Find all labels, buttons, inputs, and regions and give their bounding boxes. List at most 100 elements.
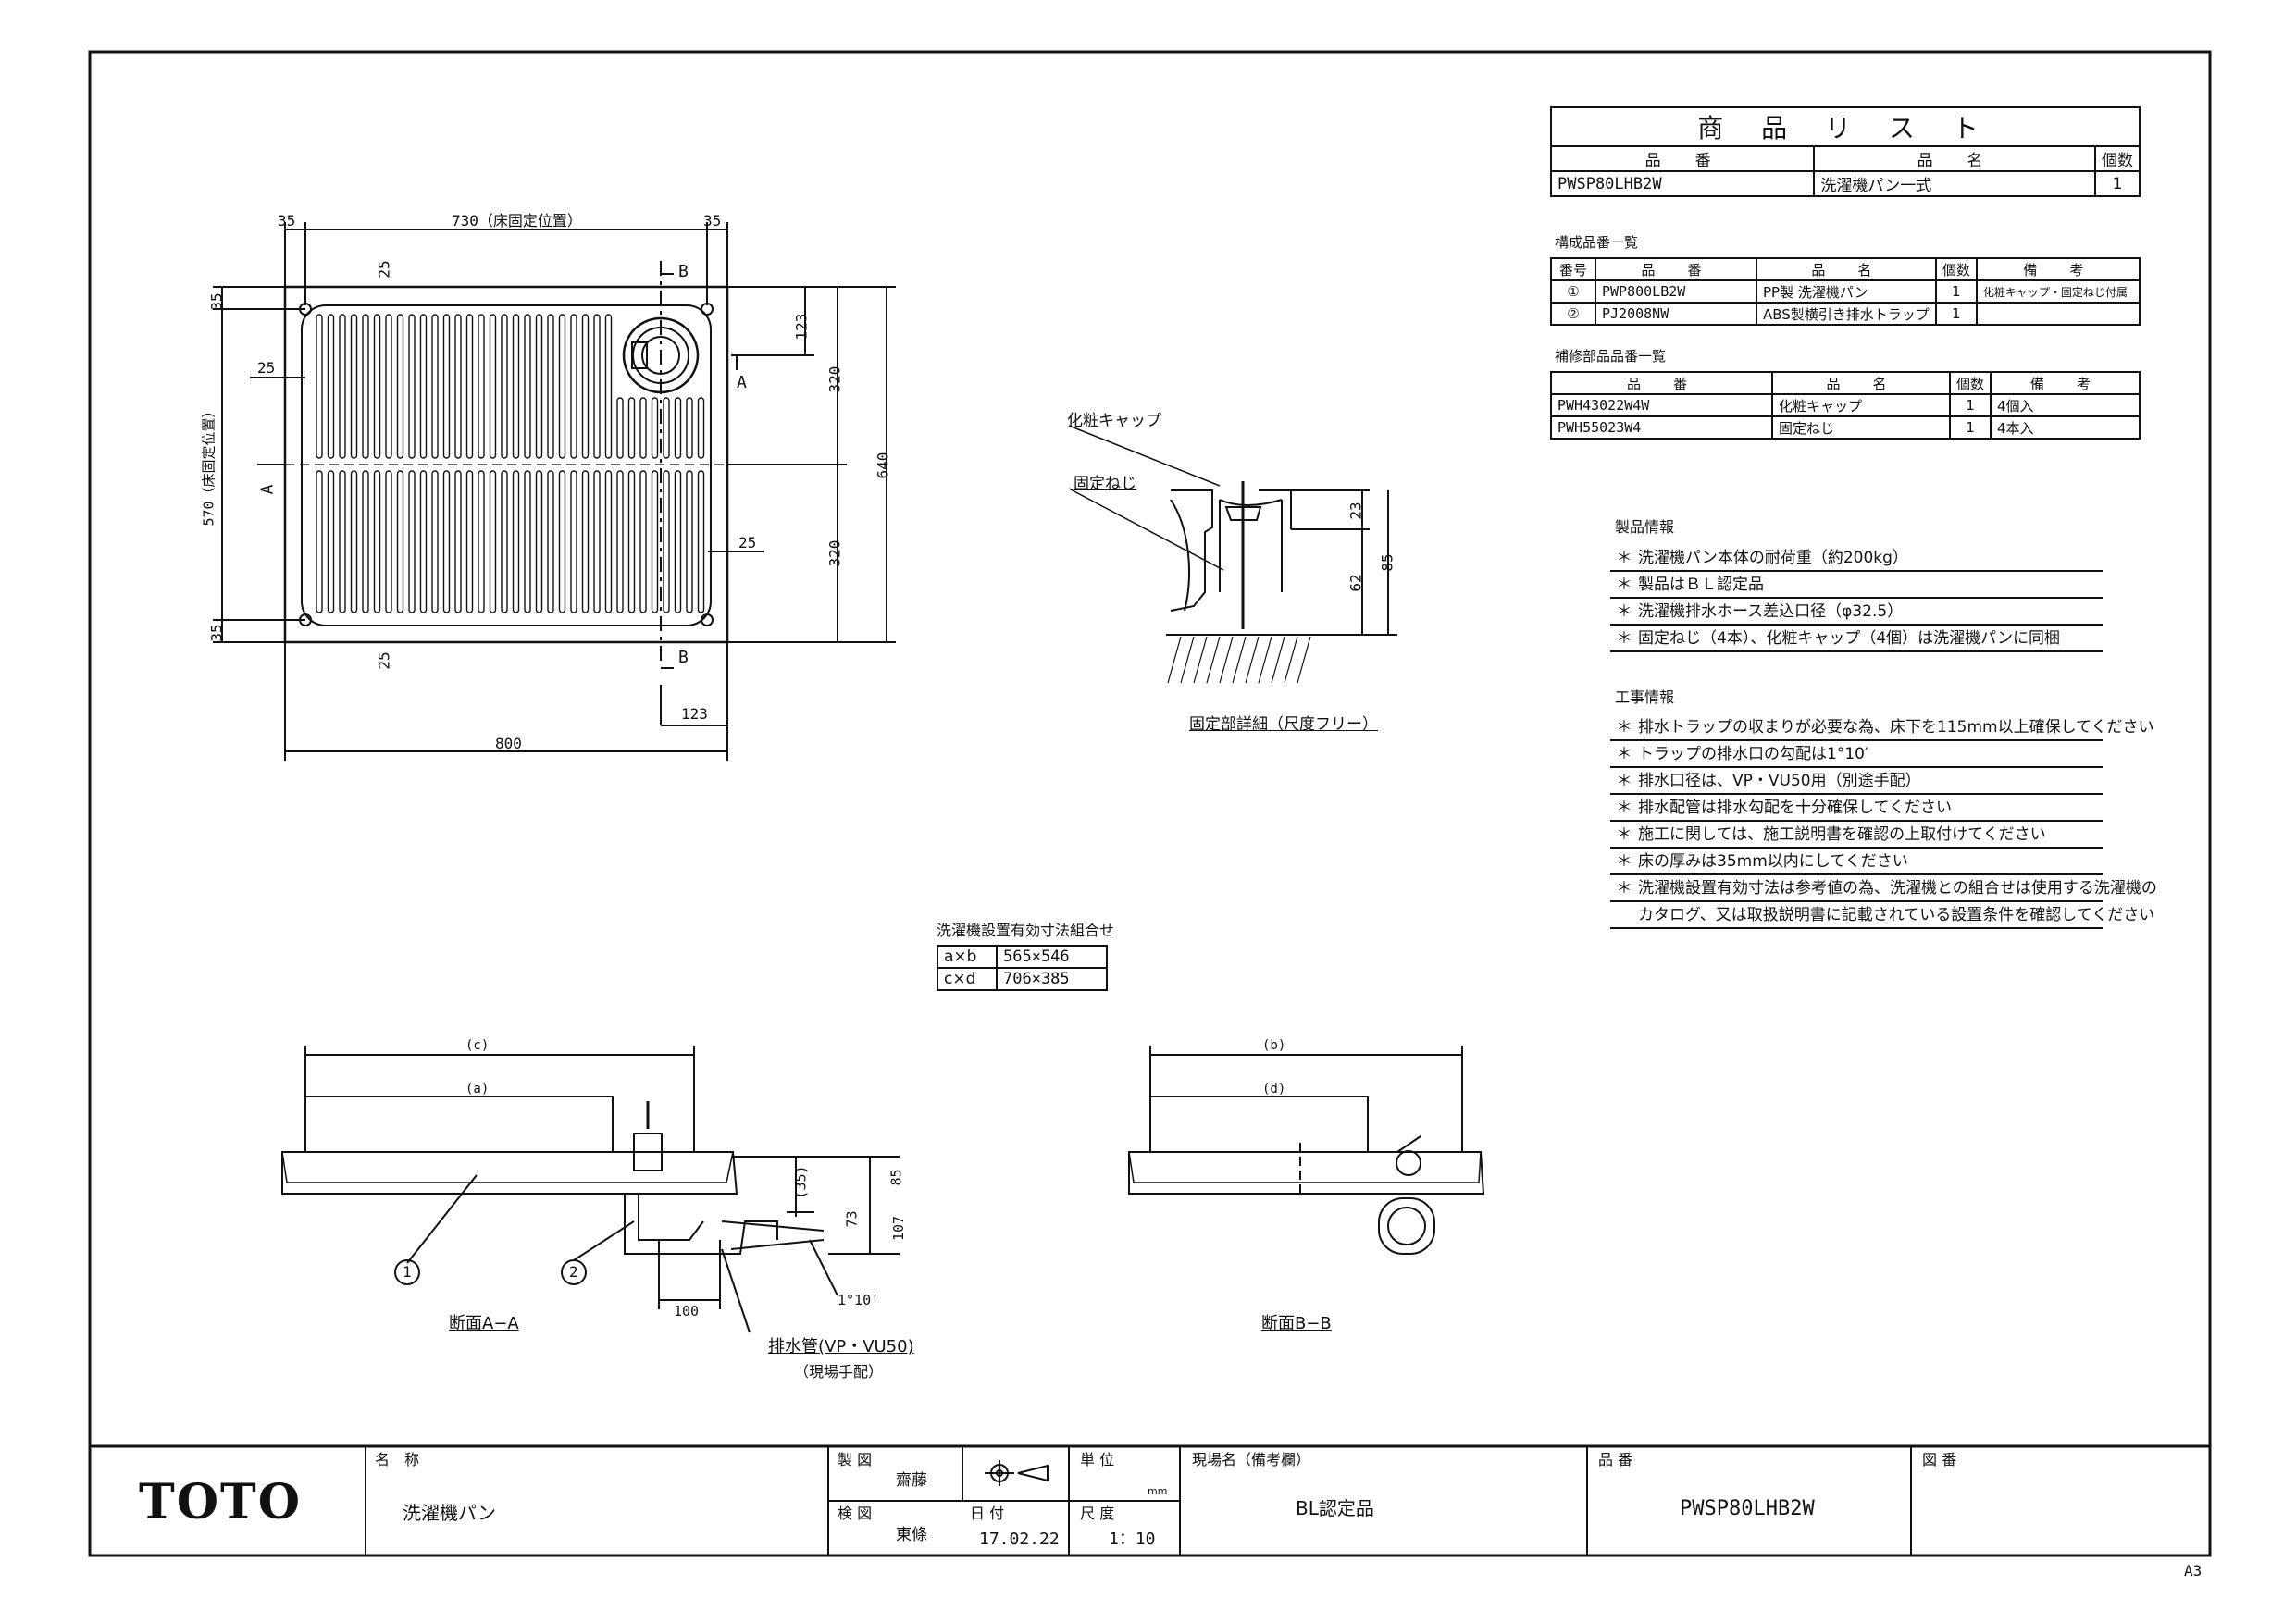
effective-dims-table: a×b 565×546 c×d 706×385 (937, 945, 1108, 991)
table-cell: ① (1550, 279, 1596, 304)
note-mark: ＊ (1616, 852, 1632, 871)
product-list-table: 商 品 リ ス ト 品 番 品 名 個数 PWSP80LHB2W 洗濯機パン一式… (1549, 106, 2141, 197)
pan-rib (686, 470, 693, 613)
note-text: 床の厚みは35mm以内にしてください (1638, 852, 1908, 871)
pan-rib (639, 470, 647, 613)
list-item: ＊洗濯機排水ホース差込口径（φ32.5） (1610, 598, 2103, 626)
pan-rib (362, 470, 369, 613)
pan-rib (697, 397, 705, 459)
pan-rib (419, 470, 428, 613)
label-aa-slope: 1°10′ (838, 1292, 880, 1308)
dim-aa-c: (c) (465, 1038, 490, 1053)
pan-rib (674, 470, 682, 613)
table-row: c×d 706×385 (937, 967, 1108, 991)
pan-rib (558, 314, 566, 459)
pan-rib (674, 397, 682, 459)
table-cell: 洗濯機パン一式 (1813, 170, 2096, 197)
site-label: 現場名（備考欄） (1192, 1451, 1311, 1468)
pan-rib (396, 470, 404, 613)
components-header: 品 名 (1756, 257, 1937, 281)
note-text: カタログ、又は取扱説明書に記載されている設置条件を確認してください (1638, 906, 2155, 924)
pan-rib (454, 470, 462, 613)
dim-left-35-bottom: 35 (207, 624, 226, 642)
dim-left-35-top: 35 (207, 292, 226, 311)
list-item: ＊トラップの排水口の勾配は1°10′ (1610, 740, 2103, 768)
floor-hatch (1258, 636, 1272, 684)
components-title: 構成品番一覧 (1555, 234, 1639, 251)
list-item: ＊ 床の厚みは35mm以内にしてください (1610, 848, 2103, 875)
label-part-1: 1 (403, 1263, 412, 1281)
pan-rib (419, 314, 428, 459)
pan-rib (385, 470, 392, 613)
pan-rib (570, 470, 577, 613)
repair-parts-header: 備 考 (1990, 371, 2141, 395)
list-item: ＊製品はＢＬ認定品 (1610, 571, 2103, 599)
note-mark: ＊ (1616, 879, 1632, 898)
product-list-header: 個数 (2094, 145, 2141, 172)
repair-parts-title: 補修部品品番一覧 (1555, 348, 1667, 365)
product-info-title: 製品情報 (1615, 518, 1675, 536)
label-b-bottom: B (678, 648, 689, 667)
table-cell: 化粧キャップ・固定ねじ付属 (1975, 279, 2141, 304)
work-info-title: 工事情報 (1615, 688, 1675, 706)
pan-rib (663, 397, 670, 459)
table-cell: 4本入 (1990, 415, 2141, 440)
floor-hatch (1193, 636, 1208, 684)
pan-rib (547, 470, 554, 613)
pan-rib (373, 470, 381, 613)
dim-top-25: 25 (375, 260, 393, 279)
table-row: PWH43022W4W 化粧キャップ 1 4個入 (1550, 393, 2141, 417)
product-list-header: 品 番 (1549, 145, 1816, 172)
dim-detail-62: 62 (1347, 574, 1365, 592)
list-item: カタログ、又は取扱説明書に記載されている設置条件を確認してください (1610, 901, 2154, 929)
fixing-detail (1068, 425, 1397, 684)
table-row: ① PWP800LB2W PP製 洗濯機パン 1 化粧キャップ・固定ねじ付属 (1550, 279, 2141, 304)
dim-right-25: 25 (738, 534, 757, 551)
dim-bb-b: (b) (1262, 1038, 1286, 1053)
floor-hatch (1167, 636, 1182, 684)
list-item: ＊排水トラップの収まりが必要な為、床下を115mm以上確保してください (1610, 713, 2154, 741)
drawn-label: 製 図 (838, 1451, 873, 1468)
table-cell: PWH43022W4W (1550, 393, 1773, 417)
table-cell: 4個入 (1990, 393, 2141, 417)
table-cell: 化粧キャップ (1771, 393, 1951, 417)
pan-rib (373, 314, 381, 459)
dim-top-left: 35 (278, 212, 296, 229)
pan-rib (639, 397, 647, 459)
pan-rib (663, 470, 670, 613)
dim-aa-a: (a) (465, 1082, 490, 1096)
table-cell: PWSP80LHB2W (1549, 170, 1816, 197)
pan-rib (362, 314, 369, 459)
note-text: 排水口径は、VP・VU50用（別途手配） (1638, 772, 1921, 790)
pan-rib (339, 314, 346, 459)
label-a-left: A (257, 484, 278, 495)
note-mark: ＊ (1616, 629, 1632, 648)
table-row: a×b 565×546 (937, 945, 1108, 969)
pan-rib (558, 470, 566, 613)
product-list-header: 品 名 (1813, 145, 2096, 172)
section-aa-caption: 断面A−A (449, 1314, 519, 1333)
label-a-right: A (737, 373, 747, 392)
list-item: ＊施工に関しては、施工説明書を確認の上取付けてください (1610, 821, 2103, 849)
dim-right-320-top: 320 (825, 365, 844, 393)
dim-right-123: 123 (792, 313, 811, 341)
repair-parts-header: 個数 (1948, 371, 1992, 395)
note-mark: ＊ (1616, 799, 1632, 817)
sheet-frame (88, 50, 2212, 1557)
label-decorative-cap: 化粧キャップ (1067, 412, 1161, 430)
components-header: 個数 (1934, 257, 1978, 281)
floor-hatch (1232, 636, 1247, 684)
note-text: トラップの排水口の勾配は1°10′ (1638, 745, 1868, 763)
repair-parts-header: 品 番 (1550, 371, 1773, 395)
dim-bottom-123: 123 (681, 705, 708, 723)
section-bb (1128, 1046, 1485, 1255)
pan-rib (316, 470, 323, 613)
note-text: 排水トラップの収まりが必要な為、床下を115mm以上確保してください (1638, 718, 2154, 737)
dim-aa-100: 100 (674, 1303, 700, 1319)
pan-rib (535, 470, 543, 613)
note-text: 固定ねじ（4本）、化粧キャップ（4個）は洗濯機パンに同梱 (1638, 629, 2060, 648)
table-cell: PJ2008NW (1595, 302, 1757, 326)
pan-rib (478, 470, 485, 613)
drawn-by: 齋藤 (896, 1471, 927, 1490)
